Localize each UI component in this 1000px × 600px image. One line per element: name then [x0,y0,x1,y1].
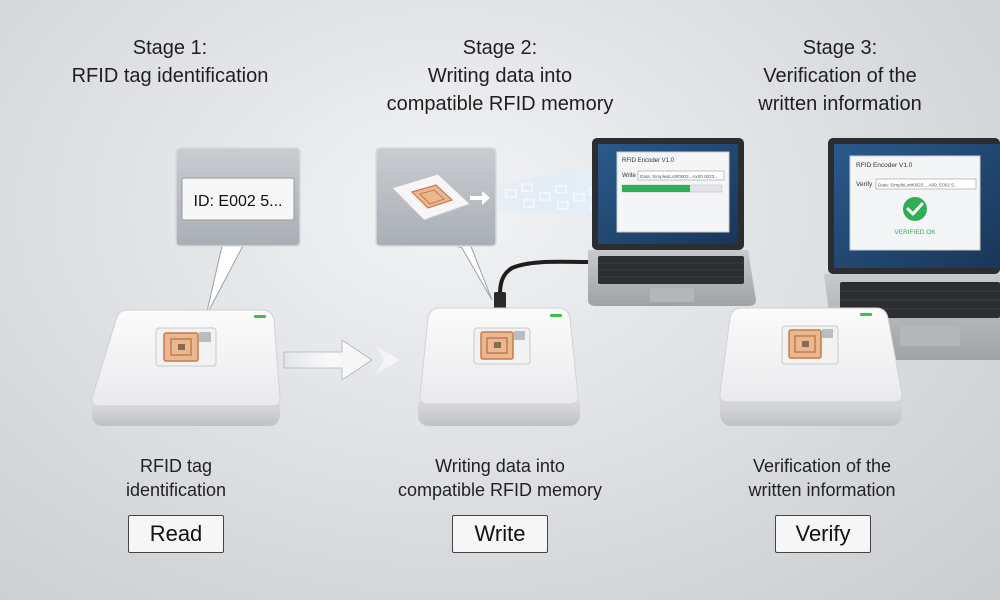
verified-status: VERIFIED OK [894,229,936,236]
tag-id-text: ID: E002 5... [194,193,283,210]
write-field-value: Data: Simple&Lot#0003...Ax00 0023... [640,174,718,179]
write-callout [375,147,497,247]
reader-led [254,315,266,318]
verify-field-value: Data: SimpleLot#0023 ...A09, E002 5... [878,183,958,188]
stage-1-caption: RFID tag identification [125,456,227,500]
flow-arrow [283,339,400,381]
rfid-card-icon [391,173,471,221]
reader-led [860,313,872,316]
write-field[interactable] [637,170,725,181]
rfid-reader-3 [719,307,903,426]
write-button[interactable]: Write [452,515,548,553]
callout-pointer [451,243,493,301]
stage-2-title: Stage 2: Writing data into compatible RF… [386,37,614,115]
check-icon [903,197,927,221]
write-progress-fill [622,185,690,192]
rfid-reader-1 [91,309,281,426]
callout-pointer [205,235,249,317]
rfid-tag-icon [155,327,217,367]
usb-plug [494,292,506,312]
stage-1-title: Stage 1: RFID tag identification [71,37,269,87]
reader-led [550,314,562,317]
rfid-tag-icon [473,327,531,365]
write-field-label: Write [622,173,637,179]
app-window-title: RFID Encoder V1.0 [622,158,675,164]
rfid-tag-icon [781,325,839,365]
stage-3-caption: Verification of the written information [748,456,896,500]
laptop-write: RFID Encoder V1.0 Write Data: Simple&Lot… [588,138,756,306]
read-button[interactable]: Read [128,515,224,553]
verify-field[interactable] [875,178,977,190]
rfid-reader-2 [418,307,580,426]
id-callout: ID: E002 5... [175,147,301,247]
verify-button[interactable]: Verify [775,515,871,553]
stage-3-title: Stage 3: Verification of the written inf… [758,37,922,115]
verify-field-label: Verify [856,181,873,188]
stage-2-caption: Writing data into compatible RFID memory [397,456,603,500]
usb-cable [498,259,589,295]
app-window-title: RFID Encoder V1.0 [856,162,913,169]
